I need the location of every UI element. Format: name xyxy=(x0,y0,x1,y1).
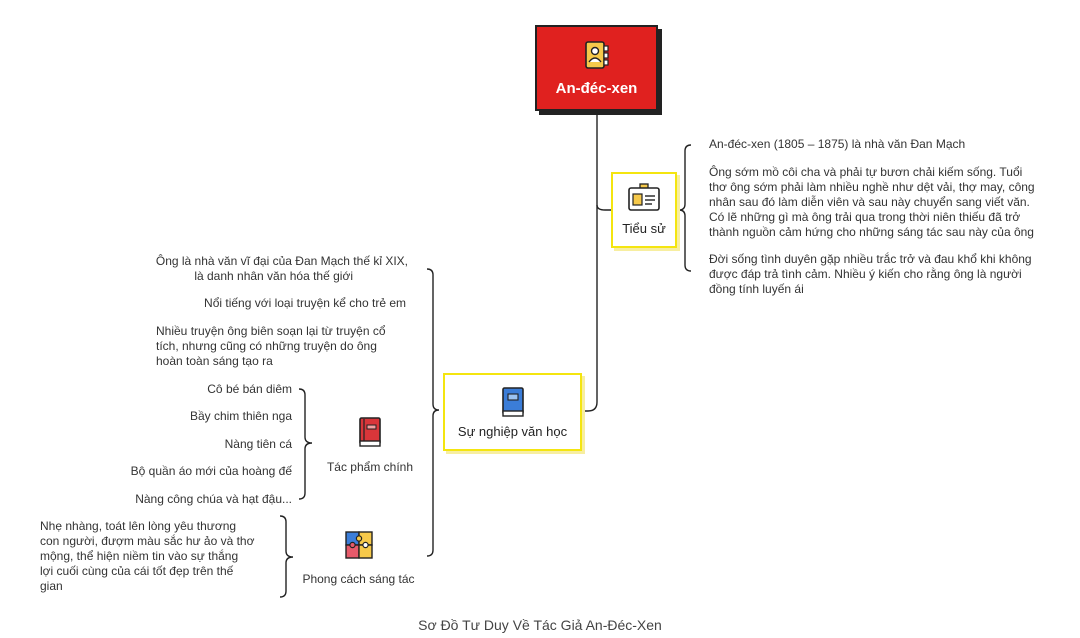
id-badge-icon xyxy=(628,183,660,211)
tac-pham-item-1: Cô bé bán diêm xyxy=(207,382,292,396)
su-nghiep-label: Sự nghiệp văn học xyxy=(457,424,568,439)
tac-pham-item-2: Bầy chim thiên nga xyxy=(189,409,292,423)
tieu-su-label: Tiểu sử xyxy=(622,221,666,236)
su-nghiep-node[interactable]: Sự nghiệp văn học xyxy=(443,373,582,451)
tac-pham-bracket xyxy=(298,388,313,500)
phong-cach-label: Phong cách sáng tác xyxy=(302,572,415,586)
tieu-su-bracket xyxy=(678,144,692,272)
tieu-su-item-3: Đời sống tình duyên gặp nhiều trắc trở v… xyxy=(709,252,1032,296)
su-nghiep-bracket xyxy=(426,268,440,557)
tac-pham-node[interactable]: Tác phẩm chính xyxy=(320,416,420,476)
phong-cach-bracket xyxy=(279,515,294,598)
tieu-su-node[interactable]: Tiểu sử xyxy=(611,172,677,248)
phong-cach-item-1: Nhẹ nhàng, toát lên lòng yêu thương con … xyxy=(40,519,255,593)
su-nghiep-item-2: Nổi tiếng với loại truyện kể cho trẻ em xyxy=(204,296,406,310)
tieu-su-item-2: Ông sớm mồ côi cha và phải tự bươn chải … xyxy=(709,165,1035,239)
branch-tieu-su-line xyxy=(596,204,613,211)
tac-pham-label: Tác phẩm chính xyxy=(326,460,414,474)
su-nghiep-item-1: Ông là nhà văn vĩ đại của Đan Mạch thế k… xyxy=(155,254,408,283)
diagram-caption: Sơ Đồ Tư Duy Về Tác Giả An-Đéc-Xen xyxy=(418,617,662,633)
trunk-line xyxy=(583,111,598,412)
tac-pham-item-3: Nàng tiên cá xyxy=(224,437,292,451)
su-nghiep-item-3: Nhiều truyện ông biên soạn lại từ truyện… xyxy=(156,324,386,368)
book-icon xyxy=(501,387,524,417)
puzzle-icon xyxy=(344,531,373,559)
central-node[interactable]: An-đéc-xen xyxy=(535,25,658,111)
phong-cach-node[interactable]: Phong cách sáng tác xyxy=(296,530,421,590)
tac-pham-item-5: Nàng công chúa và hạt đậu... xyxy=(135,492,292,506)
contact-book-icon xyxy=(584,40,609,69)
central-label: An-đéc-xen xyxy=(555,79,638,97)
tieu-su-item-1: An-đéc-xen (1805 – 1875) là nhà văn Đan … xyxy=(709,137,966,151)
closed-book-icon xyxy=(359,417,381,447)
tac-pham-item-4: Bộ quần áo mới của hoàng đế xyxy=(130,464,292,478)
